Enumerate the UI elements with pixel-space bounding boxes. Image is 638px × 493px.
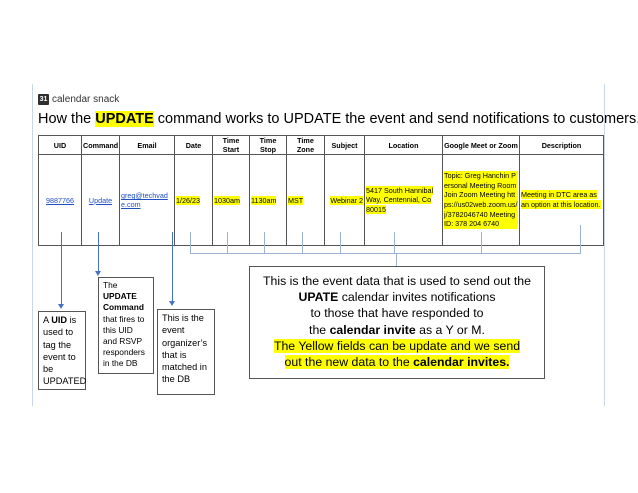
email-cell[interactable]: greg@techvade.com: [119, 154, 175, 246]
bracket-line: [190, 253, 581, 254]
location-cell: 5417 South Hannibal Way, Centennial, Co …: [364, 154, 443, 246]
column-header: Location: [364, 135, 443, 155]
column-header: UID: [38, 135, 82, 155]
time-start-cell: 1030am: [212, 154, 250, 246]
uid-callout: A UID is used to tag the event to be UPD…: [38, 311, 86, 390]
calendar-icon: 31: [38, 93, 49, 105]
column-header: Time Stop: [249, 135, 287, 155]
bracket-tick: [190, 232, 191, 253]
brand-name: calendar snack: [52, 93, 120, 105]
column-header: Email: [119, 135, 175, 155]
bracket-tick: [481, 232, 482, 253]
bracket-tick: [227, 232, 228, 253]
note-line-highlight: out the new data to the calendar invites…: [284, 355, 510, 370]
uid-arrow-head: [58, 304, 64, 309]
title-prefix: How the: [38, 111, 96, 127]
slide-border-right: [604, 84, 605, 406]
email-arrow-head: [169, 301, 175, 306]
note-line: to those that have responded to: [310, 306, 484, 321]
note-line: This is the event data that is used to s…: [263, 274, 531, 288]
command-callout: The UPDATE Command that fires to this UI…: [98, 277, 154, 374]
uid-arrow-line: [61, 232, 62, 304]
time-stop-cell: 1130am: [249, 154, 287, 246]
column-header: Google Meet or Zoom: [442, 135, 520, 155]
email-callout: This is the event organizer’s that is ma…: [157, 309, 215, 395]
bracket-tick: [302, 232, 303, 253]
note-line-highlight: The Yellow fields can be update and we s…: [273, 338, 521, 353]
description-cell: Meeting in DTC area as an option at this…: [519, 154, 604, 246]
brand-logo: 31 calendar snack: [38, 92, 119, 106]
meeting-cell: Topic: Greg Hanchin Personal Meeting Roo…: [442, 154, 520, 246]
page-title: How the UPDATE command works to UPDATE t…: [38, 111, 638, 127]
column-header: Command: [81, 135, 120, 155]
subject-cell: Webinar 2: [324, 154, 365, 246]
slide-border-left: [32, 84, 33, 406]
time-zone-cell: MST: [286, 154, 325, 246]
date-cell: 1/26/23: [174, 154, 213, 246]
event-data-table: UID Command Email Date Time Start Time S…: [38, 135, 604, 246]
bracket-tick: [394, 232, 395, 253]
table-header-row: UID Command Email Date Time Start Time S…: [38, 135, 604, 155]
command-arrow-head: [95, 271, 101, 276]
command-arrow-line: [98, 232, 99, 272]
title-highlight: UPDATE: [95, 111, 154, 127]
uid-cell[interactable]: 9887766: [38, 154, 82, 246]
note-line: UPATE calendar invites notifications: [298, 290, 496, 305]
column-header: Subject: [324, 135, 365, 155]
command-cell[interactable]: Update: [81, 154, 120, 246]
bracket-tick: [264, 232, 265, 253]
event-data-explanation: This is the event data that is used to s…: [249, 266, 545, 379]
bracket-tick: [580, 225, 581, 253]
title-suffix: command works to UPDATE the event and se…: [153, 111, 638, 127]
bracket-tick: [340, 232, 341, 253]
column-header: Date: [174, 135, 213, 155]
table-row: 9887766 Update greg@techvade.com 1/26/23…: [38, 154, 604, 246]
bracket-stem: [396, 253, 397, 266]
note-line: the calendar invite as a Y or M.: [309, 322, 485, 337]
column-header: Time Start: [212, 135, 250, 155]
column-header: Description: [519, 135, 604, 155]
email-arrow-line: [172, 232, 173, 302]
column-header: Time Zone: [286, 135, 325, 155]
